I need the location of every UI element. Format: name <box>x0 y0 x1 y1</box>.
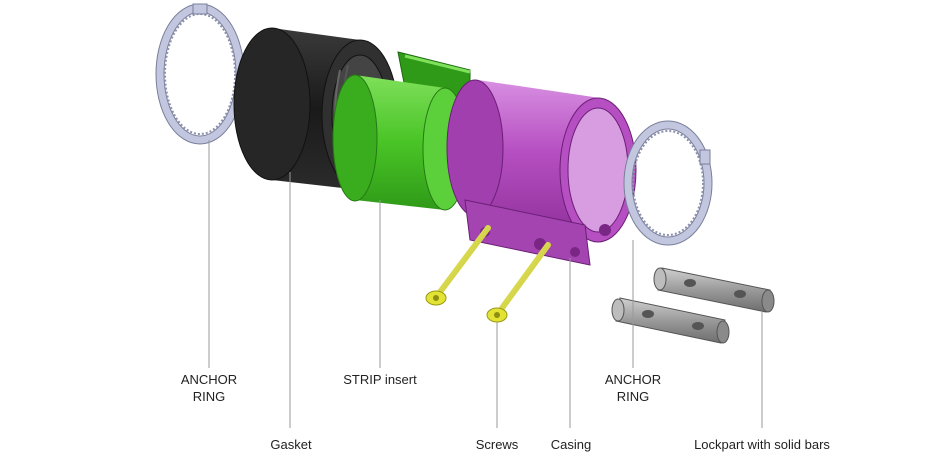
label-anchor-ring-left-line1: ANCHOR <box>180 372 238 387</box>
label-lockpart-text: Lockpart with solid bars <box>694 437 830 452</box>
lockpart-bar-lower <box>611 297 730 344</box>
label-anchor-ring-left-line2: RING <box>192 389 226 404</box>
anchor-ring-right <box>623 120 713 246</box>
label-screws-text: Screws <box>475 437 519 452</box>
label-lockpart: Lockpart with solid bars <box>682 436 842 453</box>
label-strip-insert-text: STRIP insert <box>343 372 417 387</box>
screw-left <box>425 225 491 306</box>
label-casing-text: Casing <box>550 437 592 452</box>
label-strip-insert: STRIP insert <box>330 371 430 388</box>
label-anchor-ring-right: ANCHOR RING <box>593 371 673 405</box>
label-anchor-ring-right-line2: RING <box>616 389 650 404</box>
label-screws: Screws <box>462 436 532 453</box>
label-anchor-ring-left: ANCHOR RING <box>169 371 249 405</box>
screw-right <box>486 242 551 323</box>
casing <box>446 79 637 266</box>
anchor-ring-left <box>155 3 245 145</box>
label-gasket: Gasket <box>256 436 326 453</box>
lockpart-bar-upper <box>653 267 775 313</box>
label-gasket-text: Gasket <box>270 437 312 452</box>
label-anchor-ring-right-line1: ANCHOR <box>604 372 662 387</box>
leader-lines <box>208 140 763 428</box>
label-casing: Casing <box>536 436 606 453</box>
